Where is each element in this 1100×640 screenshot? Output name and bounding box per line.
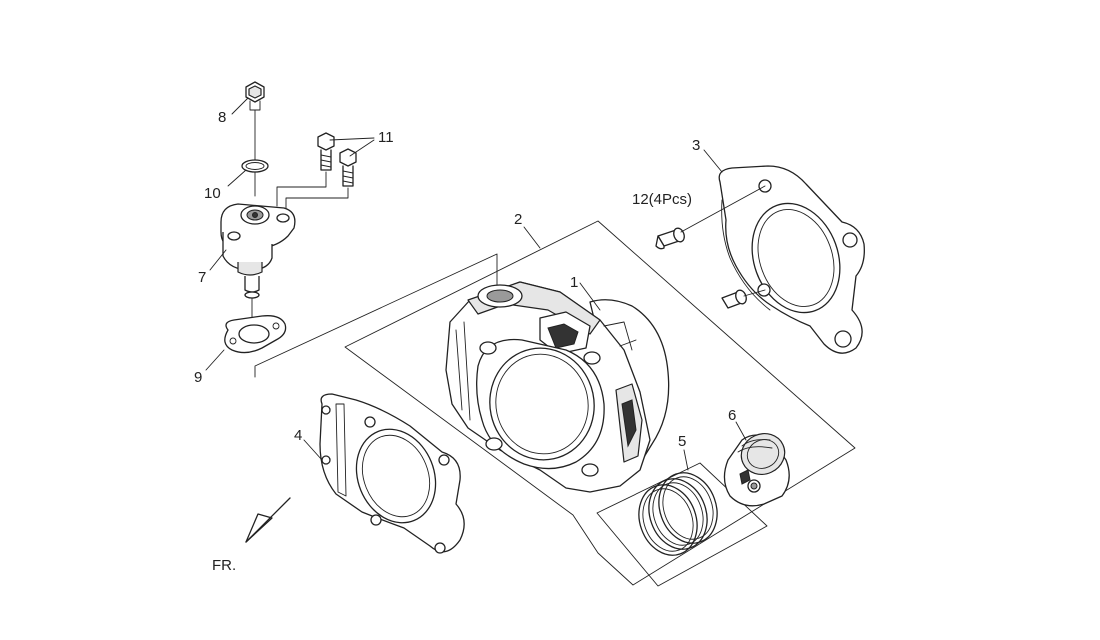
callout-1: 1 [570, 274, 578, 291]
tensioner-7 [220, 203, 296, 319]
callout-10: 10 [204, 185, 221, 202]
callout-8: 8 [218, 109, 226, 126]
piston-rings-5 [638, 472, 718, 556]
callout-2: 2 [514, 211, 522, 228]
piston-6 [723, 433, 790, 507]
gasket-9 [224, 315, 287, 354]
gasket-4 [319, 393, 465, 554]
callout-4: 4 [294, 427, 302, 444]
callout-12: 12(4Pcs) [632, 191, 692, 208]
bolt-8 [245, 81, 265, 161]
callout-9: 9 [194, 369, 202, 386]
o-ring-10 [241, 159, 269, 197]
callout-6: 6 [728, 407, 736, 424]
callout-5: 5 [678, 433, 686, 450]
front-direction-arrow [245, 497, 291, 543]
leader-lines [205, 97, 747, 471]
gasket-3 [718, 165, 865, 354]
cylinder-group-frame [344, 220, 856, 586]
callout-3: 3 [692, 137, 700, 154]
cylinder-1 [445, 281, 670, 493]
callout-7: 7 [198, 269, 206, 286]
bolts-11 [276, 132, 357, 219]
callout-11: 11 [378, 129, 394, 146]
dowel-pins-12 [655, 185, 766, 309]
front-label: FR. [212, 557, 236, 574]
